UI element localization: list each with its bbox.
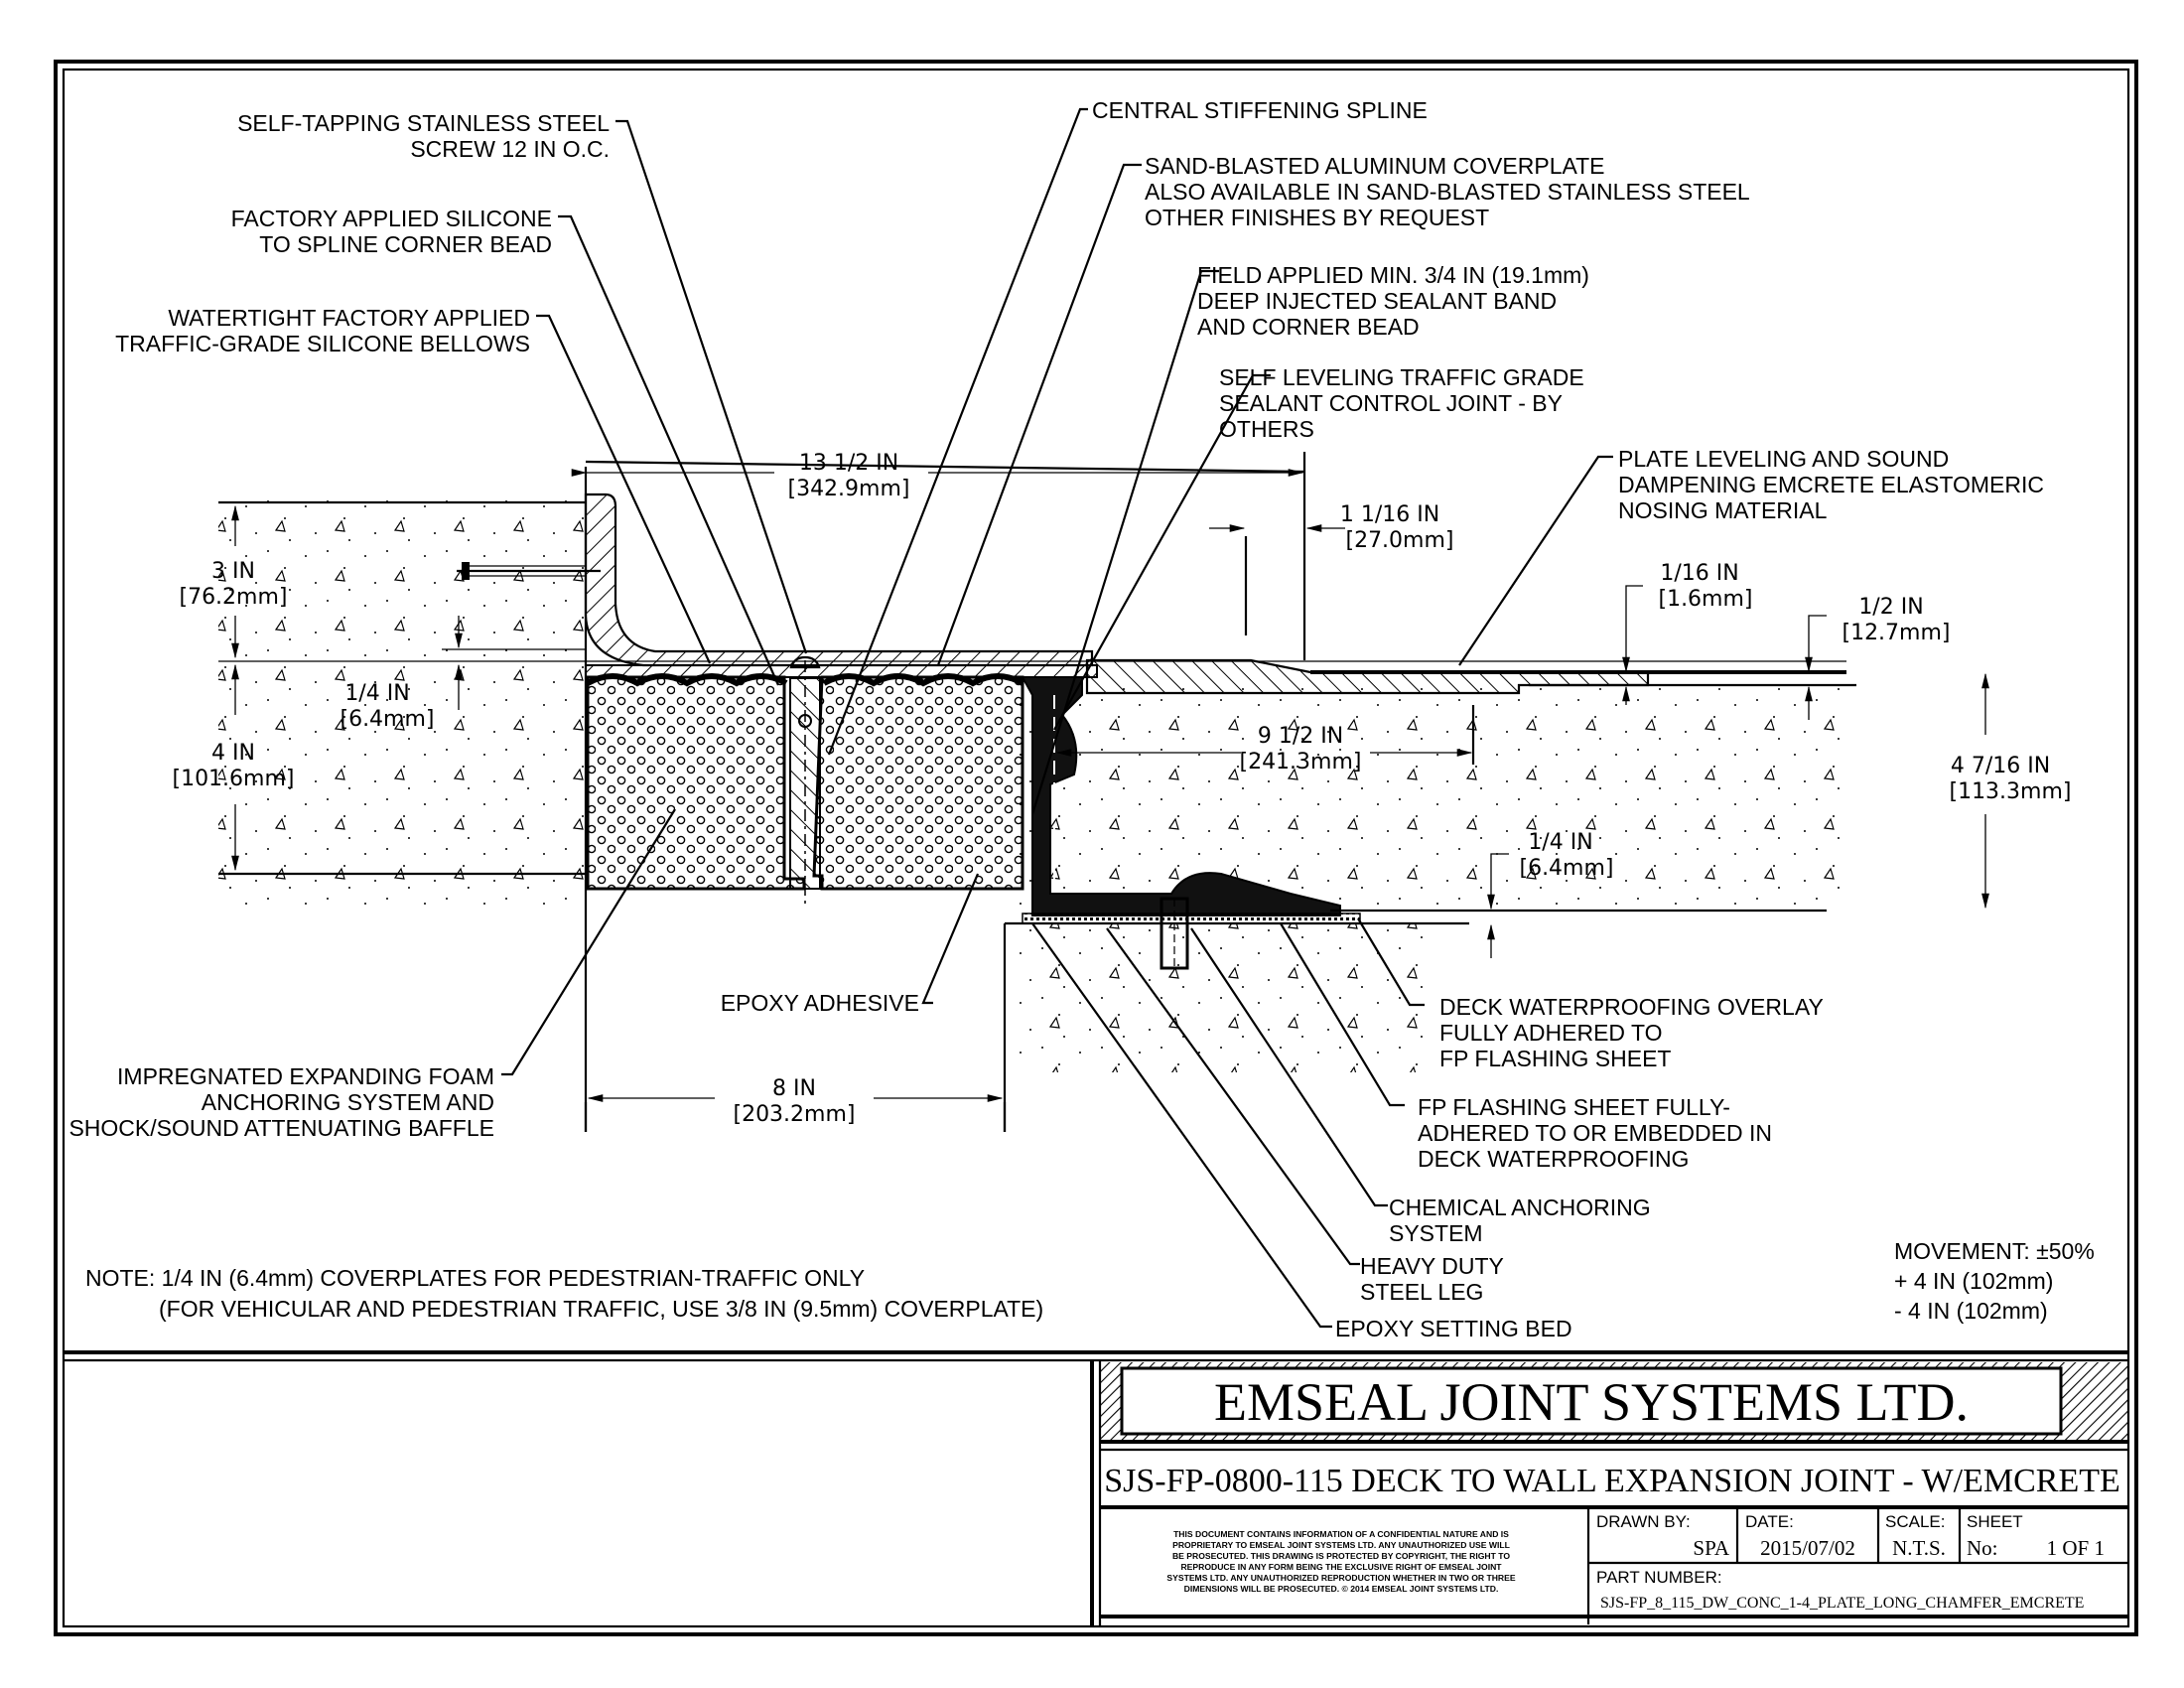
company-name: EMSEAL JOINT SYSTEMS LTD. [1214,1372,1969,1432]
callouts-top: CENTRAL STIFFENING SPLINE SAND-BLASTED A… [1092,97,2044,523]
disclaimer-line3: BE PROSECUTED. THIS DRAWING IS PROTECTED… [1172,1551,1510,1561]
callout-control-joint-line3: OTHERS [1219,416,1314,442]
dim-gap-in: 1 1/16 IN [1340,502,1439,527]
part-number-value: SJS-FP_8_115_DW_CONC_1-4_PLATE_LONG_CHAM… [1600,1595,2084,1612]
callout-foam-line1: IMPREGNATED EXPANDING FOAM [117,1063,494,1089]
dim-joint-in: 8 IN [772,1076,816,1101]
drawn-by-label: DRAWN BY: [1596,1512,1691,1531]
callout-screw-line1: SELF-TAPPING STAINLESS STEEL [237,110,610,136]
note-line1: NOTE: 1/4 IN (6.4mm) COVERPLATES FOR PED… [85,1265,865,1291]
foam-block-right [812,675,1024,891]
epoxy-setting-bed [1022,913,1361,924]
dim-overall-in: 13 1/2 IN [799,451,898,476]
drawn-by-value: SPA [1693,1536,1729,1560]
callout-sealant-line1: FIELD APPLIED MIN. 3/4 IN (19.1mm) [1197,262,1589,288]
callout-anchoring-line2: SYSTEM [1389,1220,1483,1246]
dim-nosing-9-1-2-in: 9 1/2 IN [1258,724,1343,749]
callout-bellows-line2: TRAFFIC-GRADE SILICONE BELLOWS [115,331,530,356]
callout-emcrete-line2: DAMPENING EMCRETE ELASTOMERIC [1618,472,2044,497]
callout-coverplate-line1: SAND-BLASTED ALUMINUM COVERPLATE [1145,153,1605,179]
disclaimer-line5: SYSTEMS LTD. ANY UNAUTHORIZED REPRODUCTI… [1166,1573,1515,1583]
dim-nosing-1-16-in: 1/16 IN [1660,561,1738,586]
dim-wall-mm: [76.2mm] [179,585,287,610]
date-value: 2015/07/02 [1760,1536,1855,1560]
callout-control-joint-line2: SEALANT CONTROL JOINT - BY [1219,390,1563,416]
disclaimer-line4: REPRODUCE IN ANY FORM BEING THE EXCLUSIV… [1180,1562,1502,1572]
callout-epoxy-adhesive: EPOXY ADHESIVE [721,990,919,1016]
callout-control-joint-line1: SELF LEVELING TRAFFIC GRADE [1219,364,1584,390]
callout-screw-line2: SCREW 12 IN O.C. [410,136,610,162]
dim-plate-in: 1/4 IN [344,681,409,706]
dim-bed-in: 1/4 IN [1528,830,1592,855]
dim-joint-mm: [203.2mm] [733,1102,855,1127]
leader-lines [501,107,1613,1329]
callouts-left: SELF-TAPPING STAINLESS STEEL SCREW 12 IN… [68,110,610,1141]
dim-nosing-1-16-mm: [1.6mm] [1658,587,1752,612]
callout-coverplate-line3: OTHER FINISHES BY REQUEST [1145,205,1489,230]
sheet-label: SHEET [1967,1512,2023,1531]
note-line2: (FOR VEHICULAR AND PEDESTRIAN TRAFFIC, U… [159,1296,1043,1322]
dim-gap-mm: [27.0mm] [1345,528,1453,553]
callout-flashing-line3: DECK WATERPROOFING [1418,1146,1689,1172]
wall-anchor-icon [457,562,601,580]
sheet-no-label: No: [1967,1536,1998,1560]
deck-concrete [1013,685,1846,914]
callout-setting-bed: EPOXY SETTING BED [1335,1316,1572,1341]
dim-total-in: 4 7/16 IN [1951,754,2050,778]
callout-steel-leg-line1: HEAVY DUTY [1360,1253,1504,1279]
screw-icon [789,655,821,669]
callout-overlay-line3: FP FLASHING SHEET [1439,1046,1671,1071]
callout-flashing-line1: FP FLASHING SHEET FULLY- [1418,1094,1730,1120]
dim-bed-mm: [6.4mm] [1519,856,1613,881]
callout-sealant-line2: DEEP INJECTED SEALANT BAND [1197,288,1557,314]
callout-foam-line2: ANCHORING SYSTEM AND [202,1089,494,1115]
callout-bellows-line1: WATERTIGHT FACTORY APPLIED [168,305,530,331]
movement-minus: - 4 IN (102mm) [1894,1298,2048,1324]
drawing-title: SJS-FP-0800-115 DECK TO WALL EXPANSION J… [1104,1463,2120,1499]
callout-silicone-line1: FACTORY APPLIED SILICONE [231,206,552,231]
central-spline [789,677,821,890]
callout-emcrete-line3: NOSING MATERIAL [1618,497,1828,523]
dim-plate-mm: [6.4mm] [340,707,434,732]
callout-silicone-line2: TO SPLINE CORNER BEAD [259,231,552,257]
dim-nosing-9-1-2-mm: [241.3mm] [1239,750,1361,774]
dim-wall-in: 3 IN [211,559,255,584]
movement-plus: + 4 IN (102mm) [1894,1268,2053,1294]
sheet-border-outer [54,60,2138,1636]
foam-block-left [586,675,806,891]
sheet-no-value: 1 OF 1 [2047,1536,2105,1560]
callout-foam-line3: SHOCK/SOUND ATTENUATING BAFFLE [68,1115,494,1141]
title-block: EMSEAL JOINT SYSTEMS LTD. SJS-FP-0800-11… [1090,1360,2128,1626]
wall-angle [584,492,1094,667]
callout-overlay-line2: FULLY ADHERED TO [1439,1020,1663,1046]
dim-depth-mm: [101.6mm] [172,767,294,791]
part-number-label: PART NUMBER: [1596,1568,1722,1587]
callout-sealant-line3: AND CORNER BEAD [1197,314,1420,340]
callout-emcrete-line1: PLATE LEVELING AND SOUND [1618,446,1949,472]
dim-nosing-1-2-in: 1/2 IN [1858,595,1923,620]
callout-spline: CENTRAL STIFFENING SPLINE [1092,97,1428,123]
dimension-labels: 13 1/2 IN [342.9mm] 1 1/16 IN [27.0mm] 3… [172,451,2071,1127]
callout-overlay-line1: DECK WATERPROOFING OVERLAY [1439,994,1824,1020]
disclaimer-line2: PROPRIETARY TO EMSEAL JOINT SYSTEMS LTD.… [1172,1540,1510,1550]
callout-flashing-line2: ADHERED TO OR EMBEDDED IN [1418,1120,1772,1146]
joint-section [218,107,1989,1329]
disclaimer-line6: DIMENSIONS WILL BE PROSECUTED. © 2014 EM… [1184,1584,1499,1594]
sheet-border-inner [62,68,2130,1628]
dim-depth-in: 4 IN [211,741,255,766]
scale-value: N.T.S. [1892,1536,1946,1560]
date-label: DATE: [1745,1512,1794,1531]
callout-anchoring-line1: CHEMICAL ANCHORING [1389,1195,1651,1220]
scale-label: SCALE: [1885,1512,1945,1531]
dimension-lines [218,452,1989,1132]
movement-title: MOVEMENT: ±50% [1894,1238,2095,1264]
callouts-bottom: EPOXY ADHESIVE DECK WATERPROOFING OVERLA… [721,990,1824,1341]
dim-overall-mm: [342.9mm] [787,477,909,501]
disclaimer-line1: THIS DOCUMENT CONTAINS INFORMATION OF A … [1173,1529,1509,1539]
callout-steel-leg-line2: STEEL LEG [1360,1279,1483,1305]
callout-coverplate-line2: ALSO AVAILABLE IN SAND-BLASTED STAINLESS… [1145,179,1750,205]
dim-total-mm: [113.3mm] [1949,779,2071,804]
dim-nosing-1-2-mm: [12.7mm] [1842,621,1950,645]
